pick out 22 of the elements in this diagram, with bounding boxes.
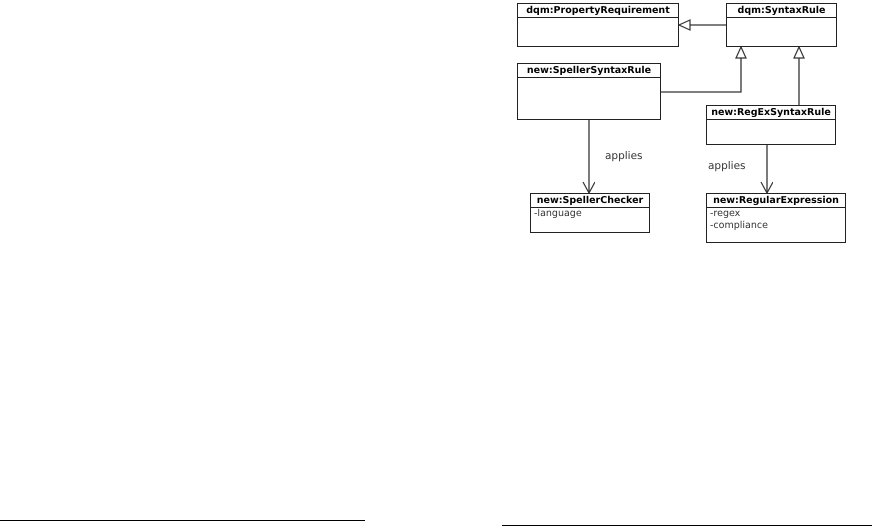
class-name: new:RegularExpression xyxy=(707,194,845,208)
inheritance-arrow xyxy=(678,19,726,31)
class-name: new:SpellerChecker xyxy=(531,194,649,208)
association-arrow xyxy=(760,145,774,194)
class-box xyxy=(517,3,679,47)
class-name: dqm:SyntaxRule xyxy=(727,4,836,18)
inheritance-arrow xyxy=(661,46,747,93)
attribute-text: -regex xyxy=(709,208,742,220)
class-box xyxy=(706,105,836,145)
class-name: new:SpellerSyntaxRule xyxy=(518,64,660,78)
class-name: new:RegExSyntaxRule xyxy=(707,106,835,120)
class-box xyxy=(517,63,661,120)
edge-label: applies xyxy=(605,150,643,162)
edge-label: applies xyxy=(708,160,746,172)
class-box xyxy=(706,193,846,243)
attribute-text: -language xyxy=(533,208,583,220)
inheritance-arrow xyxy=(793,46,805,105)
class-name: dqm:PropertyRequirement xyxy=(518,4,678,18)
class-box xyxy=(530,193,650,233)
attribute-text: -compliance xyxy=(709,220,769,232)
association-arrow xyxy=(582,120,596,194)
class-box xyxy=(726,3,837,47)
